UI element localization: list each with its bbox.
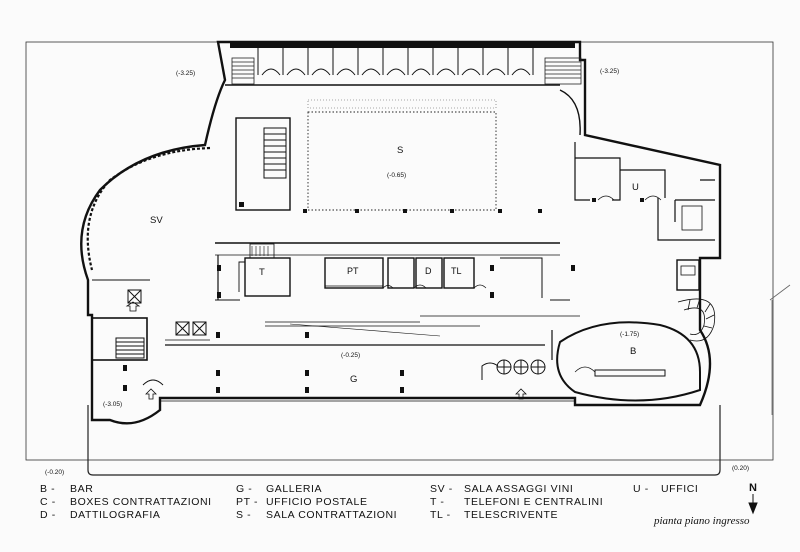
legend-text: GALLERIA: [266, 483, 323, 495]
uffici-offices: [574, 142, 715, 291]
legend-key: U -: [633, 483, 649, 495]
room-label-tl: TL: [451, 266, 462, 276]
legend-key: C -: [40, 496, 56, 508]
stair-left: [91, 317, 164, 386]
legend-text: TELESCRIVENTE: [464, 509, 559, 521]
level-label: (-0.65): [387, 172, 406, 179]
legend-text: DATTILOGRAFIA: [70, 509, 161, 521]
legend-key: S -: [236, 509, 252, 521]
legend-column-3: SV - SALA ASSAGGI VINI T - TELEFONI E CENT…: [430, 483, 603, 522]
legend-key: T -: [430, 496, 445, 508]
sala-edge: [307, 99, 497, 109]
legend-item: C - BOXES CONTRATTAZIONI: [40, 496, 212, 509]
legend-text: SALA ASSAGGI VINI: [464, 483, 574, 495]
revolving-doors: [481, 359, 546, 380]
legend-item: T - TELEFONI E CENTRALINI: [430, 496, 603, 509]
legend-text: BOXES CONTRATTAZIONI: [70, 496, 212, 508]
legend-text: TELEFONI E CENTRALINI: [464, 496, 604, 508]
level-label: (-3.25): [600, 68, 619, 75]
sala-contrattazioni-area: [307, 111, 497, 211]
frame-tick: [769, 284, 791, 301]
bar-counter: [594, 369, 666, 377]
stair-core-central: [235, 117, 291, 211]
legend-column-1: B - BAR C - BOXES CONTRATTAZIONI D - DATTIL…: [40, 483, 212, 522]
legend-key: PT -: [236, 496, 259, 508]
ne-curved-wall: [559, 89, 581, 136]
level-label: (-0.20): [45, 469, 64, 476]
legend-item: G - GALLERIA: [236, 483, 397, 496]
room-label-t: T: [259, 267, 265, 278]
level-label: (-3.25): [176, 70, 195, 77]
room-label-sv: SV: [150, 215, 163, 226]
service-rooms: [215, 242, 560, 298]
room-label-b: B: [630, 346, 636, 357]
stair-top-left: [231, 57, 255, 85]
misc-walls: [87, 255, 570, 360]
legend-item: D - DATTILOGRAFIA: [40, 509, 212, 522]
legend-text: UFFICI: [661, 483, 699, 495]
level-label: (-0.25): [341, 352, 360, 359]
legend-item: TL - TELESCRIVENTE: [430, 509, 603, 522]
legend-key: B -: [40, 483, 56, 495]
plan-caption: pianta piano ingresso: [654, 515, 750, 527]
legend-key: G -: [236, 483, 253, 495]
stair-top-right: [544, 57, 582, 85]
room-label-u: U: [632, 182, 639, 193]
legend-key: SV -: [430, 483, 453, 495]
room-label-s: S: [397, 145, 403, 156]
legend-text: BAR: [70, 483, 94, 495]
legend-column-4: U - UFFICI: [633, 483, 698, 496]
building-outline: [80, 40, 722, 425]
legend-text: SALA CONTRATTAZIONI: [266, 509, 398, 521]
bar-door: [574, 366, 596, 373]
spiral-stair: [677, 297, 716, 342]
room-label-d: D: [425, 266, 432, 276]
entry-arrow-icon: [515, 388, 527, 400]
legend-item: B - BAR: [40, 483, 212, 496]
room-label-pt: PT: [347, 266, 359, 276]
structural-pillars: [123, 198, 644, 393]
level-label: (-3.05): [103, 401, 122, 408]
gallery-features: [160, 315, 580, 402]
legend-column-2: G - GALLERIA PT - UFFICIO POSTALE S - SALA …: [236, 483, 397, 522]
level-label: (-1.75): [620, 331, 639, 338]
north-label: N: [749, 482, 757, 494]
legend-item: PT - UFFICIO POSTALE: [236, 496, 397, 509]
legend-text: UFFICIO POSTALE: [266, 496, 368, 508]
level-label: (0.20): [732, 465, 749, 472]
entry-arrow-icon: [145, 388, 157, 400]
entry-arrow-icon: [125, 301, 141, 312]
legend-key: TL -: [430, 509, 451, 521]
legend-item: S - SALA CONTRATTAZIONI: [236, 509, 397, 522]
north-arrow-icon: [748, 494, 758, 515]
sv-curved-wall: [86, 146, 211, 271]
legend-item: U - UFFICI: [633, 483, 698, 496]
north-wall: [230, 42, 575, 48]
legend-item: SV - SALA ASSAGGI VINI: [430, 483, 603, 496]
boxes-contrattazioni: [127, 289, 207, 336]
bar-enclosure: [556, 321, 701, 402]
entrance-terrace: [87, 405, 721, 476]
room-label-g: G: [350, 374, 357, 385]
north-bays: [225, 48, 560, 86]
legend-key: D -: [40, 509, 56, 521]
